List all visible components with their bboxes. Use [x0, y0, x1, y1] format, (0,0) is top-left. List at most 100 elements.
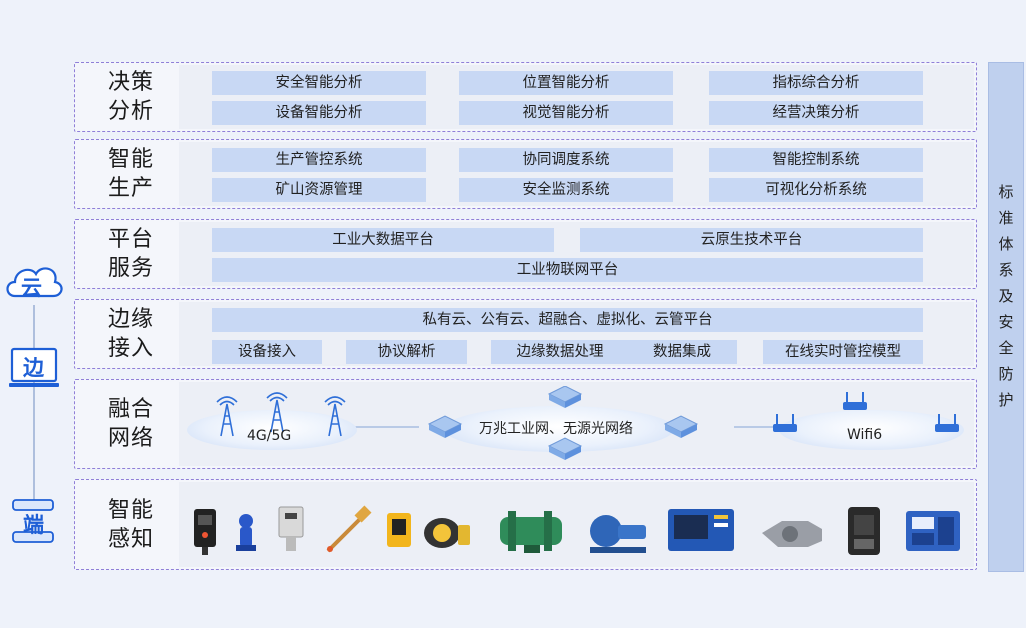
- module-location-analysis: 位置智能分析: [459, 71, 673, 95]
- layer-converged-network: 融合 网络 4G/5G: [74, 379, 977, 469]
- wifi-label: Wifi6: [847, 427, 883, 443]
- control-screen-icon: [668, 509, 734, 551]
- layer-title: 决策 分析: [83, 68, 179, 126]
- module-big-data-platform: 工业大数据平台: [212, 228, 554, 252]
- module-business-analysis: 经营决策分析: [709, 101, 923, 125]
- network-switch-icon: [547, 386, 583, 408]
- module-safety-analysis: 安全智能分析: [212, 71, 426, 95]
- router-icons: [773, 392, 959, 432]
- side-char: 体: [998, 235, 1014, 253]
- layer-title: 智能 生产: [83, 145, 179, 203]
- layer-title: 平台 服务: [83, 225, 179, 283]
- layer-title-line: 生产: [107, 176, 154, 201]
- module-cloud-native-platform: 云原生技术平台: [580, 228, 923, 252]
- server-icon: [12, 499, 54, 543]
- standards-security-bar: 标 准 体 系 及 安 全 防 护: [988, 62, 1024, 572]
- module-safety-monitoring: 安全监测系统: [459, 178, 673, 202]
- cell-tower-icons: [216, 392, 346, 437]
- network-switch-icon: [663, 415, 699, 438]
- module-indicator-analysis: 指标综合分析: [709, 71, 923, 95]
- side-char: 全: [998, 339, 1014, 357]
- cloud-icon: [6, 267, 63, 298]
- green-fan-icon: [500, 511, 562, 553]
- switch-icons: [427, 386, 699, 460]
- layer-title-line: 服务: [107, 256, 154, 281]
- layer-title: 智能 感知: [83, 496, 179, 554]
- gas-detector-icon: [194, 509, 216, 555]
- layer-smart-sensing: 智能 感知: [74, 479, 977, 570]
- side-char: 标: [998, 183, 1014, 201]
- wifi-router-icon: [935, 414, 959, 432]
- network-switch-icon: [547, 437, 583, 460]
- layer-title: 融合 网络: [83, 395, 179, 453]
- layer-smart-production: 智能 生产 生产管控系统 协同调度系统 智能控制系统 矿山资源管理 安全监测系统…: [74, 139, 977, 209]
- layer-edge-access: 边缘 接入 私有云、公有云、超融合、虚拟化、云管平台 设备接入 协议解析 边缘数…: [74, 299, 977, 369]
- side-char: 护: [998, 391, 1014, 409]
- industrial-network-label: 万兆工业网、无源光网络: [479, 421, 633, 437]
- layer-title-line: 边缘: [107, 307, 154, 332]
- module-vision-analysis: 视觉智能分析: [459, 101, 673, 125]
- yellow-meter-icon: [387, 513, 411, 547]
- blue-valve-icon: [236, 514, 256, 551]
- module-edge-processing: 边缘数据处理: [491, 340, 629, 364]
- cellular-label: 4G/5G: [247, 428, 292, 444]
- edge-label: 边: [23, 356, 44, 380]
- network-switch-icon: [427, 415, 463, 438]
- layer-title-line: 感知: [107, 526, 154, 552]
- module-device-access: 设备接入: [212, 340, 322, 364]
- blue-pump-icon: [590, 515, 646, 553]
- layer-title-line: 平台: [107, 227, 154, 252]
- side-char: 系: [998, 261, 1014, 279]
- layer-title-line: 智能: [107, 497, 154, 523]
- indicator-connector-line: [33, 305, 35, 505]
- cell-tower-icon: [266, 392, 288, 433]
- terminal-label: 端: [23, 513, 44, 537]
- drill-probe-icon: [326, 505, 372, 553]
- layer-content: 4G/5G 万兆工业网、无源光网: [179, 382, 974, 466]
- layer-platform-services: 平台 服务 工业大数据平台 云原生技术平台 工业物联网平台: [74, 219, 977, 289]
- side-char: 安: [998, 313, 1014, 331]
- side-char: 准: [998, 209, 1014, 227]
- miner-lamp-icon: [424, 518, 470, 548]
- terminal-indicator: 端: [3, 496, 65, 552]
- cell-tower-icon: [216, 396, 238, 437]
- module-resource-management: 矿山资源管理: [212, 178, 426, 202]
- module-dispatch: 协同调度系统: [459, 148, 673, 172]
- layer-content: 安全智能分析 位置智能分析 指标综合分析 设备智能分析 视觉智能分析 经营决策分…: [179, 65, 974, 129]
- layer-content: 私有云、公有云、超融合、虚拟化、云管平台 设备接入 协议解析 边缘数据处理 数据…: [179, 302, 974, 366]
- explosion-phone-icon: [848, 507, 880, 555]
- silver-cutter-icon: [762, 521, 822, 547]
- blue-keypad-icon: [906, 511, 960, 551]
- cloud-indicator: 云: [3, 258, 65, 310]
- layer-content: [179, 482, 974, 567]
- wall-sensor-icon: [278, 506, 304, 551]
- module-realtime-control-model: 在线实时管控模型: [763, 340, 923, 364]
- monitor-icon: [9, 347, 59, 387]
- side-char: 防: [998, 365, 1014, 383]
- wifi-router-icon: [773, 414, 797, 432]
- module-production-control: 生产管控系统: [212, 148, 426, 172]
- layer-decision-analysis: 决策 分析 安全智能分析 位置智能分析 指标综合分析 设备智能分析 视觉智能分析…: [74, 62, 977, 132]
- layer-title-line: 分析: [107, 99, 154, 124]
- module-smart-control: 智能控制系统: [709, 148, 923, 172]
- cell-tower-icon: [324, 396, 346, 437]
- layer-title-line: 决策: [107, 70, 154, 95]
- layer-title: 边缘 接入: [83, 305, 179, 363]
- side-char: 及: [998, 287, 1014, 305]
- layer-title-line: 网络: [107, 426, 154, 451]
- module-equipment-analysis: 设备智能分析: [212, 101, 426, 125]
- layer-title-line: 智能: [107, 147, 154, 172]
- layer-title-line: 融合: [107, 397, 154, 422]
- module-visual-analytics: 可视化分析系统: [709, 178, 923, 202]
- module-iot-platform: 工业物联网平台: [212, 258, 923, 282]
- module-protocol-parsing: 协议解析: [346, 340, 467, 364]
- edge-indicator: 边: [3, 345, 65, 397]
- cloud-label: 云: [21, 276, 42, 300]
- module-data-integration: 数据集成: [627, 340, 737, 364]
- layer-title-line: 接入: [107, 336, 154, 361]
- module-cloud-management: 私有云、公有云、超融合、虚拟化、云管平台: [212, 308, 923, 332]
- layer-content: 工业大数据平台 云原生技术平台 工业物联网平台: [179, 222, 974, 286]
- wifi-router-icon: [843, 392, 867, 410]
- wifi-network-zone: [779, 410, 964, 450]
- layer-content: 生产管控系统 协同调度系统 智能控制系统 矿山资源管理 安全监测系统 可视化分析…: [179, 142, 974, 206]
